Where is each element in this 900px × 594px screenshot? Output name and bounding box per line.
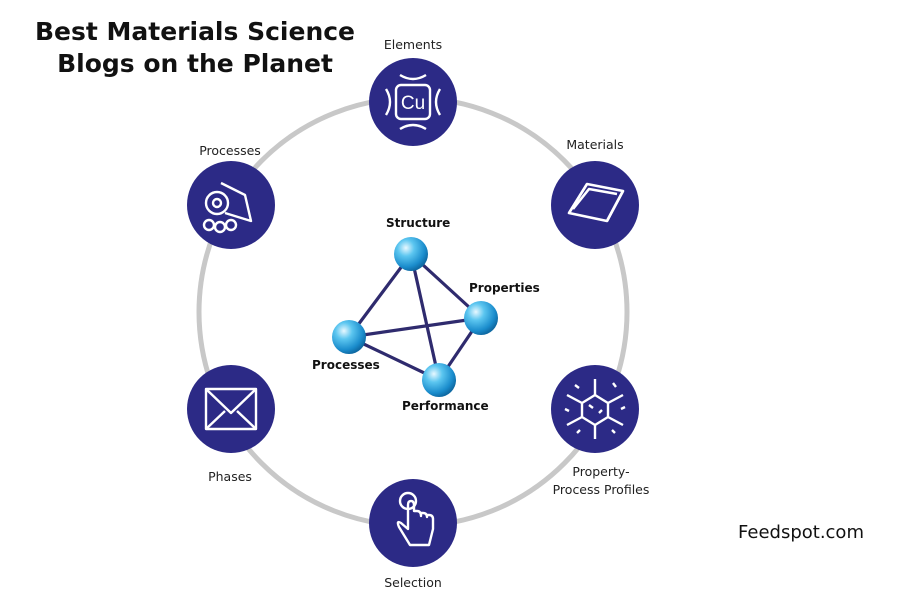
elements-label: Elements (383, 37, 443, 52)
processes-sphere (332, 320, 366, 354)
materials-label: Materials (566, 137, 624, 152)
materials-node (551, 161, 639, 249)
rolling-mill-icon (202, 181, 253, 234)
page-title: Best Materials Science Blogs on the Plan… (14, 16, 376, 80)
microstructure-icon (564, 379, 626, 439)
processes-vertex-label: Processes (312, 358, 380, 372)
selection-label: Selection (384, 575, 442, 590)
edge-structure-performance (409, 252, 441, 382)
edge-structure-processes (347, 252, 413, 339)
selection-node (369, 479, 457, 567)
phase-envelope-icon (204, 387, 258, 431)
phases-node (187, 365, 275, 453)
properties-sphere (464, 301, 498, 335)
title-line-2: Blogs on the Planet (57, 49, 333, 78)
property-process-label-line-1: Property- (572, 464, 630, 479)
material-ingot-icon (567, 182, 625, 223)
properties-vertex-label: Properties (469, 281, 540, 295)
property-process-label: Property- Process Profiles (541, 463, 661, 499)
processes-label: Processes (199, 143, 261, 158)
performance-sphere (422, 363, 456, 397)
pointing-hand-icon (396, 491, 435, 547)
title-line-1: Best Materials Science (34, 17, 356, 46)
structure-vertex-label: Structure (386, 216, 451, 230)
phases-label: Phases (208, 469, 252, 484)
property-process-label-line-2: Process Profiles (552, 482, 650, 497)
cycle-ring (196, 95, 630, 529)
edge-processes-properties (347, 316, 483, 339)
element-cu-glyph: Cu (401, 93, 425, 114)
feedspot-brand: Feedspot.com (738, 522, 864, 543)
element-cu-icon (384, 73, 442, 131)
elements-node: Cu (369, 58, 457, 146)
processes-node (187, 161, 275, 249)
property-process-node (551, 365, 639, 453)
performance-vertex-label: Performance (402, 399, 489, 413)
structure-sphere (394, 237, 428, 271)
